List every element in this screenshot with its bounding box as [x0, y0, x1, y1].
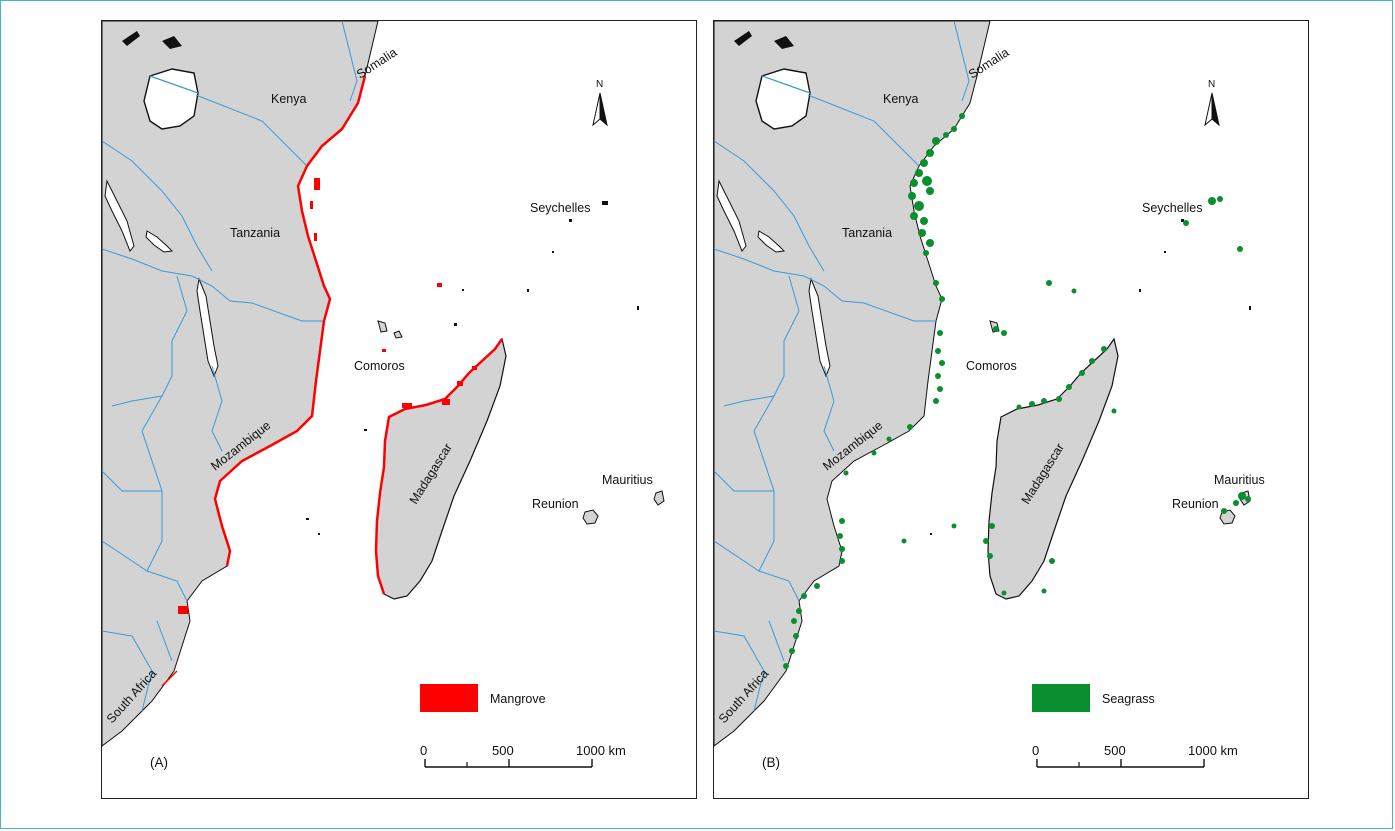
north-arrow-icon: N: [592, 79, 608, 127]
svg-text:500: 500: [1104, 743, 1126, 758]
label-seychelles: Seychelles: [1142, 201, 1202, 215]
scale-bar: 0 500 1000 km: [1032, 743, 1238, 768]
country-borders: [714, 21, 970, 712]
legend-swatch-mangrove: [420, 684, 478, 712]
label-mauritius: Mauritius: [602, 473, 653, 487]
svg-text:N: N: [596, 79, 603, 90]
comoros-island: [377, 320, 388, 333]
label-kenya: Kenya: [271, 92, 306, 106]
label-comoros: Comoros: [966, 359, 1017, 373]
mangrove-distribution: [161, 75, 504, 687]
label-kenya: Kenya: [883, 92, 918, 106]
scale-bar: 0 500 1000 km: [420, 743, 626, 768]
map-b-svg: Somalia Kenya Tanzania Seychelles Comoro…: [714, 21, 1265, 770]
label-tanzania: Tanzania: [230, 226, 280, 240]
label-reunion: Reunion: [532, 497, 579, 511]
panel-label-b: (B): [762, 755, 780, 770]
lake-malawi: [196, 277, 219, 378]
reunion-island: [582, 509, 599, 525]
legend-swatch-seagrass: [1032, 684, 1090, 712]
lake-victoria: [143, 68, 199, 130]
svg-text:1000 km: 1000 km: [1188, 743, 1238, 758]
svg-text:N: N: [1208, 79, 1215, 90]
mauritius-island: [653, 490, 665, 506]
mainland-africa: [102, 21, 379, 747]
country-borders: [102, 21, 358, 712]
label-comoros: Comoros: [354, 359, 405, 373]
mainland-africa: [714, 21, 991, 747]
label-tanzania: Tanzania: [842, 226, 892, 240]
legend-label-seagrass: Seagrass: [1102, 692, 1155, 706]
seagrass-distribution: [783, 113, 1251, 669]
small-islands: [122, 31, 639, 535]
svg-text:500: 500: [492, 743, 514, 758]
lake-victoria: [755, 68, 811, 130]
lake-tanganyika: [104, 179, 135, 252]
madagascar-island: [987, 337, 1119, 600]
lake-tanganyika: [716, 179, 747, 252]
label-reunion: Reunion: [1172, 497, 1219, 511]
panel-label-a: (A): [150, 755, 168, 770]
lake-malawi: [808, 277, 831, 378]
label-seychelles: Seychelles: [530, 201, 590, 215]
svg-text:1000 km: 1000 km: [576, 743, 626, 758]
svg-text:0: 0: [420, 743, 427, 758]
legend-label-mangrove: Mangrove: [490, 692, 546, 706]
map-panel-b: Somalia Kenya Tanzania Seychelles Comoro…: [713, 20, 1309, 799]
map-a-svg: Somalia Kenya Tanzania Seychelles Comoro…: [102, 21, 665, 770]
map-panel-a: Somalia Kenya Tanzania Seychelles Comoro…: [101, 20, 697, 799]
svg-text:0: 0: [1032, 743, 1039, 758]
small-islands: [734, 31, 1251, 535]
north-arrow-icon: N: [1204, 79, 1220, 127]
label-mauritius: Mauritius: [1214, 473, 1265, 487]
